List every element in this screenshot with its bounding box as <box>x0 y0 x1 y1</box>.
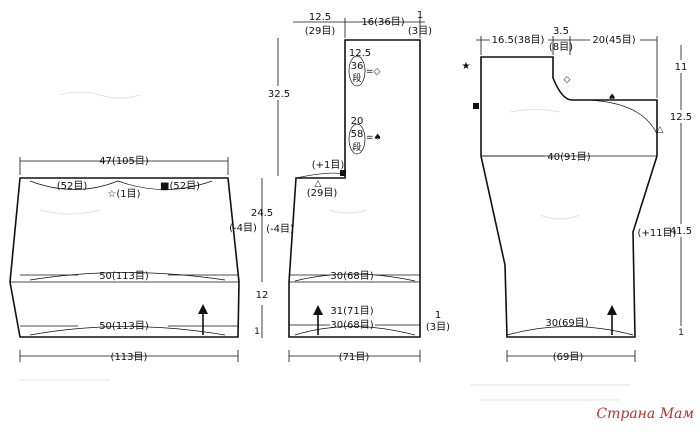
middle-upper-mark: =◇ <box>366 67 381 77</box>
left-side-height: 24.5 <box>251 208 273 219</box>
star-marker-icon: ★ <box>462 61 471 72</box>
svg-text:♠: ♠ <box>608 93 616 103</box>
left-piece: 47(105目) (52目) ☆(1目) ■(52目) 24.5 (-4目) 1… <box>9 156 273 363</box>
middle-inner: 31(71目) <box>330 306 373 317</box>
svg-text:△: △ <box>657 125 664 135</box>
right-bottom-width: 30(69目) <box>545 318 588 329</box>
left-side-dec: (-4目) <box>229 223 257 234</box>
right-h-top: 11 <box>675 62 688 73</box>
left-neck-curve-b <box>117 180 213 190</box>
middle-lower-rows-unit: 段 <box>352 141 361 153</box>
middle-lower-step: 20 <box>351 116 364 127</box>
left-neck-curve-a <box>29 180 119 190</box>
middle-height-upper: 32.5 <box>268 89 290 100</box>
middle-hem-right: 1 <box>435 310 441 321</box>
middle-inc: (+1目) <box>312 160 345 171</box>
middle-upper-rows: 36 <box>351 61 364 72</box>
middle-lower-rows: 58 <box>351 129 364 140</box>
middle-top-left-sts: (29目) <box>305 26 336 37</box>
right-piece: 16.5(38目) 3.5 (8目) 20(45目) ★ ◇ ♠ △ 11 12… <box>462 26 693 363</box>
middle-top-left: 12.5 <box>309 12 331 23</box>
middle-side-dec: (-4目) <box>266 224 294 235</box>
right-top-left: 16.5(38目) <box>492 35 545 46</box>
middle-cast-on: (71目) <box>339 352 370 363</box>
left-rib-height: 12 <box>256 290 269 301</box>
site-watermark: Страна Мам <box>596 406 694 422</box>
middle-piece: 12.5 (29目) 16(36目) 1 (3目) 32.5 12.5 36 段… <box>266 10 450 363</box>
middle-upper-step: 12.5 <box>349 48 371 59</box>
middle-top-mid: 16(36目) <box>361 17 404 28</box>
right-notch-sts: (8目) <box>549 42 573 53</box>
middle-upper-rows-unit: 段 <box>352 72 361 84</box>
middle-piece-outline <box>288 39 421 338</box>
middle-top-right: 1 <box>417 10 423 21</box>
left-top-width: 47(105目) <box>99 156 149 167</box>
svg-text:◇: ◇ <box>564 75 571 85</box>
square-marker-icon <box>340 170 346 176</box>
square-marker-icon-right <box>473 103 479 109</box>
right-piece-outline <box>480 56 658 338</box>
right-mid-width: 40(91目) <box>547 152 590 163</box>
middle-hem-right-sts: (3目) <box>426 322 450 333</box>
svg-text:△: △ <box>315 179 322 189</box>
left-bottom-curve <box>29 326 226 336</box>
right-top-right: 20(45目) <box>592 35 635 46</box>
left-bottom-width: 50(113目) <box>99 321 149 332</box>
middle-shoulder: (29目) <box>307 188 338 199</box>
left-cast-on: (113目) <box>111 352 148 363</box>
left-half-sts: (52目) <box>57 181 88 192</box>
right-inc: (+11目) <box>638 228 677 239</box>
middle-mid-width: 30(68目) <box>330 271 373 282</box>
right-h-body: 41.5 <box>670 226 692 237</box>
right-h-hem: 1 <box>678 328 684 338</box>
right-cast-on: (69目) <box>553 352 584 363</box>
middle-top-right-sts: (3目) <box>408 26 432 37</box>
left-center-mark: ☆(1目) <box>107 189 140 200</box>
right-half-sts: ■(52目) <box>160 181 200 192</box>
right-notch: 3.5 <box>553 26 569 37</box>
middle-lower-mark: =♠ <box>366 133 382 143</box>
left-mid-curve <box>29 272 226 281</box>
left-hem-height: 1 <box>254 327 260 337</box>
left-mid-width: 50(113目) <box>99 271 149 282</box>
middle-bottom-width: 30(68目) <box>330 320 373 331</box>
right-h-cap: 12.5 <box>670 112 692 123</box>
background-texture <box>20 91 630 401</box>
